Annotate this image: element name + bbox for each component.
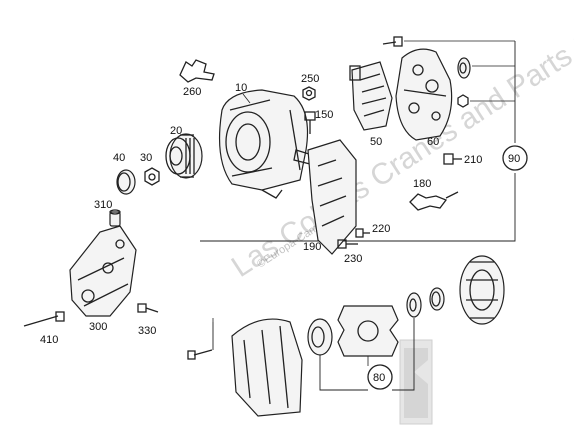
label-60: 60 <box>427 136 439 148</box>
bracket-90 <box>200 41 516 242</box>
label-50: 50 <box>370 136 382 148</box>
part-front-cover <box>231 318 303 417</box>
part-250-nut <box>302 86 316 101</box>
part-rotor-fan <box>459 255 505 325</box>
part-rear-nut <box>457 94 469 108</box>
part-40-cap <box>116 169 136 195</box>
label-80: 80 <box>373 372 385 384</box>
part-rear-ring <box>429 287 445 311</box>
label-220: 220 <box>372 223 390 235</box>
part-150-bolt <box>304 111 316 134</box>
label-210: 210 <box>464 154 482 166</box>
part-410-bolt <box>23 311 65 327</box>
part-50-regulator <box>349 61 393 131</box>
part-310-sleeve <box>109 209 121 227</box>
part-10-alternator-housing <box>218 89 323 199</box>
callout-90-circle <box>502 145 528 171</box>
part-seal-ring <box>406 292 422 318</box>
part-220-screw <box>355 228 370 238</box>
label-230: 230 <box>344 253 362 265</box>
part-20-pulley <box>165 133 203 179</box>
part-front-bearing <box>307 318 333 356</box>
part-210-bolt <box>443 153 462 165</box>
label-10: 10 <box>235 82 247 94</box>
part-230-screw <box>337 239 358 249</box>
label-180: 180 <box>413 178 431 190</box>
bracket-80 <box>319 318 415 391</box>
label-40: 40 <box>113 152 125 164</box>
part-260-clip <box>179 59 215 83</box>
label-410: 410 <box>40 334 58 346</box>
label-30: 30 <box>140 152 152 164</box>
label-90: 90 <box>508 153 520 165</box>
part-60-rear-cover <box>395 48 453 141</box>
part-330-bolt <box>137 303 159 313</box>
part-stator <box>337 305 399 357</box>
label-20: 20 <box>170 125 182 137</box>
label-310: 310 <box>94 199 112 211</box>
label-300: 300 <box>89 321 107 333</box>
part-300-mounting-bracket <box>69 225 137 317</box>
part-front-screw <box>187 349 213 360</box>
watermark-logo <box>399 339 433 425</box>
part-30-nut <box>144 167 160 186</box>
label-260: 260 <box>183 86 201 98</box>
leader-10 <box>242 93 251 104</box>
label-250: 250 <box>301 73 319 85</box>
part-180-connector <box>409 191 459 211</box>
part-screw-top <box>382 36 403 47</box>
label-150: 150 <box>315 109 333 121</box>
callout-80-circle <box>367 364 393 390</box>
part-rear-bearing <box>457 57 471 79</box>
label-330: 330 <box>138 325 156 337</box>
label-190: 190 <box>303 241 321 253</box>
